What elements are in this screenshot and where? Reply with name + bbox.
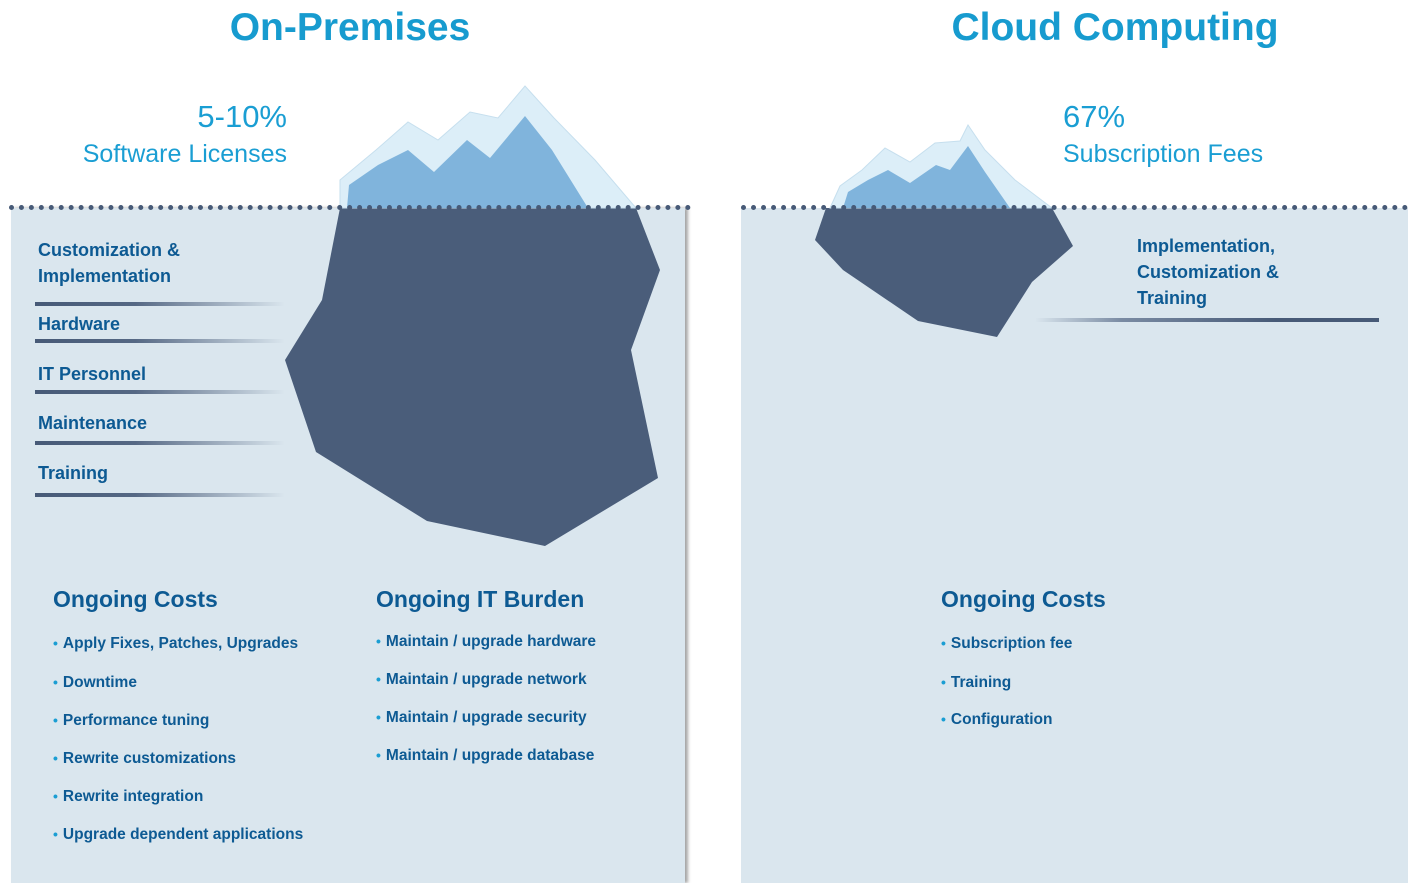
list-item: •Subscription fee — [941, 635, 1073, 652]
list-item: •Performance tuning — [53, 712, 210, 729]
ongoing-it-burden-heading: Ongoing IT Burden — [376, 586, 585, 612]
ongoing-costs-list: •Apply Fixes, Patches, Upgrades •Downtim… — [53, 636, 303, 842]
cloud-iceberg-tip — [843, 146, 1010, 208]
cloud-ongoing-costs-list: •Subscription fee •Training •Configurati… — [941, 636, 1072, 728]
on-premises-iceberg-tip — [347, 116, 588, 208]
cloud-percent-label: Subscription Fees — [1063, 140, 1264, 168]
list-item: •Configuration — [941, 711, 1053, 728]
list-item: •Maintain / upgrade database — [376, 746, 595, 764]
list-item: •Maintain / upgrade hardware — [376, 633, 597, 650]
list-item: •Maintain / upgrade security — [376, 709, 587, 726]
cost-item-maintenance: Maintenance — [38, 413, 148, 433]
cloud-ongoing-costs-heading: Ongoing Costs — [941, 586, 1106, 612]
cost-item-it-personnel: IT Personnel — [38, 364, 147, 384]
list-item: •Apply Fixes, Patches, Upgrades — [53, 635, 299, 652]
list-item: •Upgrade dependent applications — [53, 825, 304, 843]
ongoing-costs-heading: Ongoing Costs — [53, 586, 218, 612]
separator-line — [35, 390, 285, 394]
on-premises-percent: 5-10% — [197, 99, 287, 134]
list-item: •Downtime — [53, 673, 137, 691]
cloud-percent: 67% — [1063, 99, 1126, 134]
cloud-computing-title: Cloud Computing — [951, 6, 1279, 49]
list-item: •Training — [941, 673, 1012, 691]
cloud-cost-item-implementation: Implementation, Customization & Training — [1137, 236, 1279, 308]
on-premises-iceberg-underwater — [285, 208, 660, 546]
cost-item-training: Training — [38, 463, 109, 483]
on-premises-percent-label: Software Licenses — [82, 140, 287, 168]
on-premises-waterline — [9, 205, 691, 210]
cloud-waterline — [741, 205, 1408, 210]
list-item: •Maintain / upgrade network — [376, 670, 587, 688]
cost-item-customization-implementation: Customization & Implementation — [38, 240, 180, 286]
separator-line — [35, 493, 285, 497]
ongoing-it-burden-list: •Maintain / upgrade hardware •Maintain /… — [376, 634, 596, 763]
list-item: •Rewrite integration — [53, 788, 204, 805]
cost-item-hardware: Hardware — [38, 314, 121, 334]
on-premises-title: On-Premises — [229, 6, 471, 49]
separator-line — [35, 302, 285, 306]
separator-line — [35, 339, 285, 343]
list-item: •Rewrite customizations — [53, 749, 237, 767]
separator-line — [35, 441, 285, 445]
cloud-iceberg-underwater — [815, 208, 1073, 337]
separator-line — [1035, 318, 1379, 322]
